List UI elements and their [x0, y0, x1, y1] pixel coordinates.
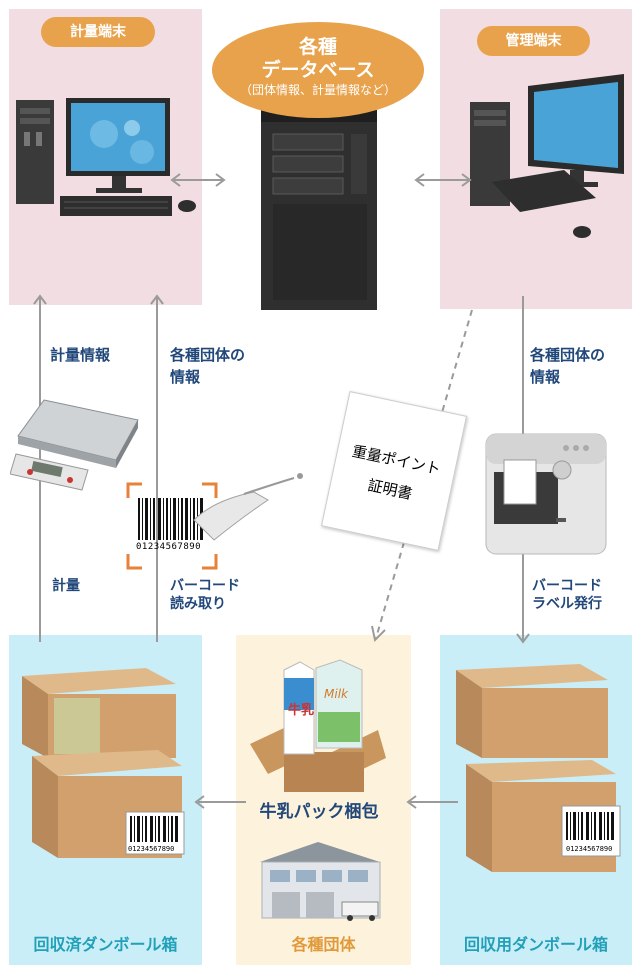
- database-server: [261, 110, 377, 310]
- milk-kanji-text: 牛乳: [288, 702, 314, 718]
- label-barcode-issue-2: ラベル発行: [532, 596, 602, 612]
- database-title-1: 各種: [298, 36, 337, 58]
- barcode-number-collection: 01234567890: [566, 845, 613, 853]
- measure-terminal-pill: 計量端末: [41, 17, 155, 47]
- collected-cardboard-boxes: [22, 668, 185, 858]
- barcode-number-left: 01234567890: [136, 542, 202, 552]
- barcode-number-collected: 01234567890: [128, 845, 175, 853]
- milk-pack-box: 牛乳 Milk: [250, 659, 386, 792]
- arrow-db-manage: [414, 173, 472, 187]
- label-organizations: 各種団体: [291, 935, 356, 954]
- label-weigh: 計量: [52, 578, 80, 594]
- database-label: 各種 データベース （団体情報、計量情報など）: [212, 22, 424, 118]
- milk-english-text: Milk: [324, 687, 349, 701]
- label-collection-box: 回収用ダンボール箱: [463, 935, 608, 954]
- label-barcode-read-1: バーコード: [170, 578, 240, 594]
- label-printer: [485, 433, 607, 555]
- label-org-info-left-1: 各種団体の: [170, 346, 246, 364]
- barcode-scanner: [193, 473, 303, 541]
- arrow-measure-db: [170, 173, 226, 187]
- measure-terminal-computer: [16, 98, 196, 216]
- organization-factory: [260, 842, 381, 921]
- label-measure-info: 計量情報: [50, 346, 111, 364]
- label-org-info-right-1: 各種団体の: [530, 346, 606, 364]
- collection-cardboard-boxes: [456, 664, 621, 872]
- manage-terminal-computer: [470, 74, 624, 238]
- label-org-info-right-2: 情報: [530, 368, 561, 386]
- label-org-info-left-2: 情報: [170, 368, 201, 386]
- database-title-2: データベース: [261, 59, 375, 81]
- label-milk-pack: 牛乳パック梱包: [249, 800, 389, 824]
- arrow-barcode-up: [150, 294, 164, 642]
- arrow-pack-to-collected: [194, 795, 246, 809]
- arrow-box-to-pack: [406, 795, 458, 809]
- weighing-scale: [10, 399, 139, 491]
- manage-terminal-pill: 管理端末: [477, 26, 590, 56]
- label-barcode-issue-1: バーコード: [532, 578, 602, 594]
- label-barcode-read-2: 読み取り: [170, 596, 226, 612]
- database-subtitle: （団体情報、計量情報など）: [239, 83, 396, 97]
- label-collected-box: 回収済ダンボール箱: [33, 935, 178, 954]
